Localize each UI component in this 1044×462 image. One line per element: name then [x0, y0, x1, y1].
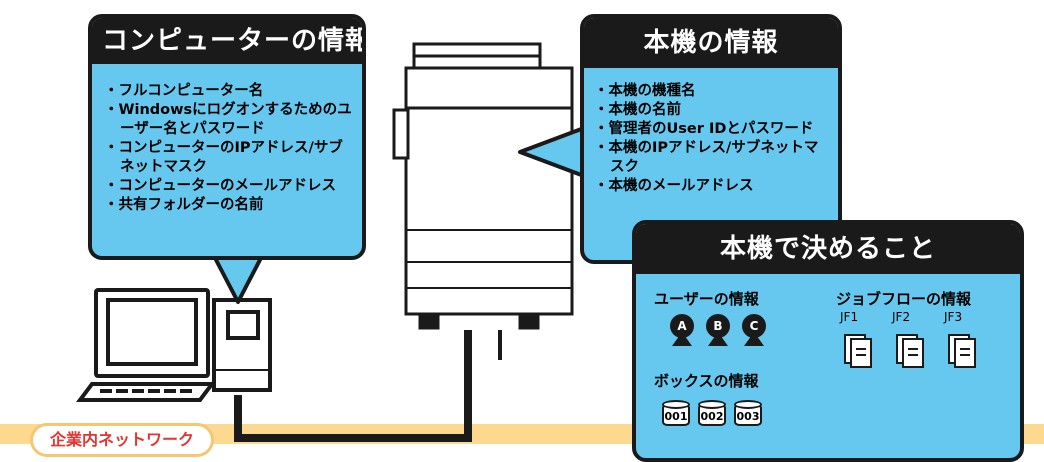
jobflow-document-icon — [896, 328, 930, 372]
computer-info-item: コンピューターのメールアドレス — [104, 177, 352, 196]
computer-panel-pointer — [212, 254, 264, 304]
box-icon: 002 — [698, 400, 728, 428]
user-info-label: ユーザーの情報 — [654, 290, 759, 308]
box-icon: 001 — [662, 400, 692, 428]
box-number: 003 — [736, 410, 760, 423]
jobflow-label: JF3 — [944, 310, 963, 324]
device-info-list: 本機の機種名 本機の名前 管理者のUser IDとパスワード 本機のIPアドレス… — [584, 68, 838, 196]
jobflow-document-icon — [948, 328, 982, 372]
computer-info-title: コンピューターの情報 — [92, 18, 362, 64]
box-number: 001 — [664, 410, 688, 423]
device-info-item: 本機の名前 — [594, 101, 832, 120]
jobflow-info-label: ジョブフローの情報 — [836, 290, 972, 308]
computer-info-panel: コンピューターの情報 フルコンピューター名 Windowsにログオンするためのユ… — [88, 14, 366, 260]
device-settings-panel: 本機で決めること ユーザーの情報 A B C ジョブフローの情報 JF1 JF2… — [632, 220, 1024, 462]
box-info-label: ボックスの情報 — [654, 372, 759, 390]
user-icon: C — [742, 314, 766, 348]
device-info-title: 本機の情報 — [584, 18, 838, 68]
device-info-item: 管理者のUser IDとパスワード — [594, 120, 832, 139]
box-icon: 003 — [734, 400, 764, 428]
computer-illustration — [76, 288, 272, 402]
jobflow-label: JF1 — [840, 310, 859, 324]
computer-info-list: フルコンピューター名 Windowsにログオンするためのユーザー名とパスワード … — [92, 64, 362, 215]
jobflow-label: JF2 — [892, 310, 911, 324]
keyboard-keys — [100, 389, 192, 393]
user-icon: A — [670, 314, 694, 348]
multifunction-device-illustration — [392, 42, 574, 330]
box-number: 002 — [700, 410, 724, 423]
jobflow-document-icon — [844, 328, 878, 372]
computer-info-item: 共有フォルダーの名前 — [104, 196, 352, 215]
user-icon: B — [706, 314, 730, 348]
network-label: 企業内ネットワーク — [30, 423, 214, 457]
device-info-item: 本機の機種名 — [594, 82, 832, 101]
computer-info-item: コンピューターのIPアドレス/サブネットマスク — [104, 139, 352, 177]
computer-info-item: フルコンピューター名 — [104, 82, 352, 101]
device-info-item: 本機のIPアドレス/サブネットマスク — [594, 139, 832, 177]
computer-info-item: Windowsにログオンするためのユーザー名とパスワード — [104, 101, 352, 139]
device-info-item: 本機のメールアドレス — [594, 177, 832, 196]
network-cable — [234, 330, 472, 442]
device-settings-title: 本機で決めること — [636, 224, 1020, 274]
